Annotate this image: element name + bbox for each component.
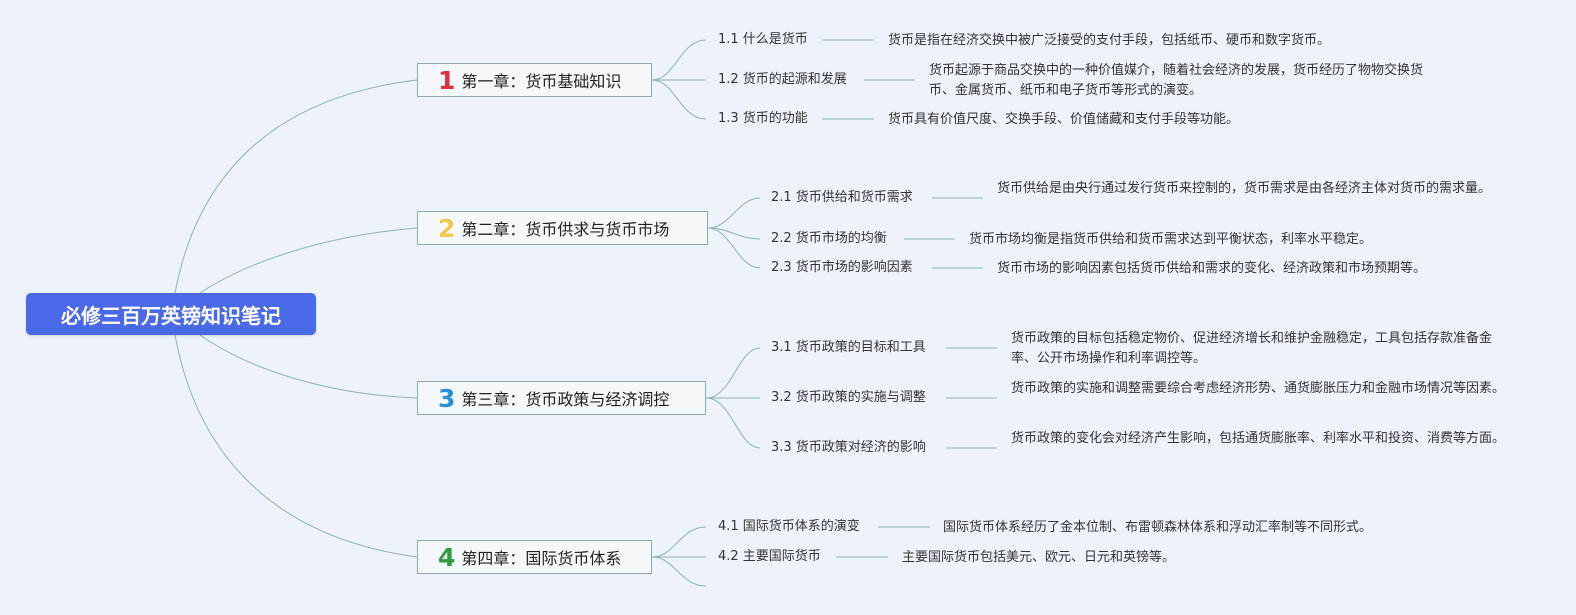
root-branch-1 <box>174 79 418 294</box>
ch1-branch-1 <box>651 39 707 81</box>
topic-3-2[interactable]: 3.2 货币政策的实施与调整 <box>771 390 926 405</box>
topic-1-3[interactable]: 1.3 货币的功能 <box>718 111 808 126</box>
chapter-1-title: 第一章：货币基础知识 <box>461 72 622 91</box>
topic-3-2-desc: 货币政策的实施和调整需要综合考虑经济形势、通货膨胀压力和金融市场情况等因素。 <box>1011 381 1506 396</box>
ch4-branch-3 <box>651 556 707 587</box>
topic-3-1-desc: 货币政策的目标包括稳定物价、促进经济增长和维护金融稳定，工具包括存款准备金率、公… <box>1011 331 1493 366</box>
topic-2-1-desc: 货币供给是由央行通过发行货币来控制的，货币需求是由各经济主体对货币的需求量。 <box>997 181 1492 196</box>
root-title: 必修三百万英镑知识笔记 <box>61 303 281 328</box>
topic-2-2[interactable]: 2.2 货币市场的均衡 <box>771 231 887 246</box>
number-4-icon: 4 <box>438 542 456 572</box>
topic-2-3-desc: 货币市场的影响因素包括货币供给和需求的变化、经济政策和市场预期等。 <box>997 261 1427 276</box>
root-topic[interactable]: 必修三百万英镑知识笔记 <box>26 293 316 335</box>
ch3-branch-1 <box>705 347 761 399</box>
chapter-4-node[interactable]: 4 第四章：国际货币体系 <box>417 540 652 574</box>
chapter-2-title: 第二章：货币供求与货币市场 <box>461 220 670 239</box>
topic-4-2-desc: 主要国际货币包括美元、欧元、日元和英镑等。 <box>902 550 1176 565</box>
root-branch-3 <box>199 334 418 399</box>
topic-1-1[interactable]: 1.1 什么是货币 <box>718 32 808 47</box>
number-2-icon: 2 <box>438 213 456 243</box>
topic-1-1-desc: 货币是指在经济交换中被广泛接受的支付手段，包括纸币、硬币和数字货币。 <box>888 33 1331 48</box>
chapter-3-node[interactable]: 3 第三章：货币政策与经济调控 <box>417 381 706 415</box>
ch2-branch-3 <box>707 227 761 269</box>
number-1-icon: 1 <box>438 65 456 95</box>
topic-1-2-desc: 货币起源于商品交换中的一种价值媒介，随着社会经济的发展，货币经历了物物交换货币、… <box>929 63 1424 98</box>
number-3-icon: 3 <box>438 383 456 413</box>
topic-3-1[interactable]: 3.1 货币政策的目标和工具 <box>771 340 926 355</box>
topic-3-3-desc: 货币政策的变化会对经济产生影响，包括通货膨胀率、利率水平和投资、消费等方面。 <box>1011 431 1506 446</box>
topic-1-2[interactable]: 1.2 货币的起源和发展 <box>718 72 847 87</box>
chapter-4-title: 第四章：国际货币体系 <box>461 549 622 568</box>
chapter-2-node[interactable]: 2 第二章：货币供求与货币市场 <box>417 211 708 245</box>
root-branch-4 <box>174 334 418 558</box>
ch2-branch-1 <box>707 197 761 229</box>
ch1-branch-3 <box>651 79 707 120</box>
ch4-branch-1 <box>651 526 707 558</box>
topic-2-3[interactable]: 2.3 货币市场的影响因素 <box>771 260 913 275</box>
chapter-1-node[interactable]: 1 第一章：货币基础知识 <box>417 63 652 97</box>
topic-3-3[interactable]: 3.3 货币政策对经济的影响 <box>771 440 926 455</box>
topic-4-1-desc: 国际货币体系经历了金本位制、布雷顿森林体系和浮动汇率制等不同形式。 <box>943 520 1373 535</box>
topic-1-3-desc: 货币具有价值尺度、交换手段、价值储藏和支付手段等功能。 <box>888 112 1240 127</box>
topic-4-2[interactable]: 4.2 主要国际货币 <box>718 549 821 564</box>
topic-2-2-desc: 货币市场均衡是指货币供给和货币需求达到平衡状态，利率水平稳定。 <box>969 232 1373 247</box>
chapter-3-title: 第三章：货币政策与经济调控 <box>461 390 670 409</box>
topic-2-1[interactable]: 2.1 货币供给和货币需求 <box>771 190 913 205</box>
topic-4-1[interactable]: 4.1 国际货币体系的演变 <box>718 519 860 534</box>
root-branch-2 <box>199 227 418 294</box>
ch3-branch-3 <box>705 397 761 449</box>
